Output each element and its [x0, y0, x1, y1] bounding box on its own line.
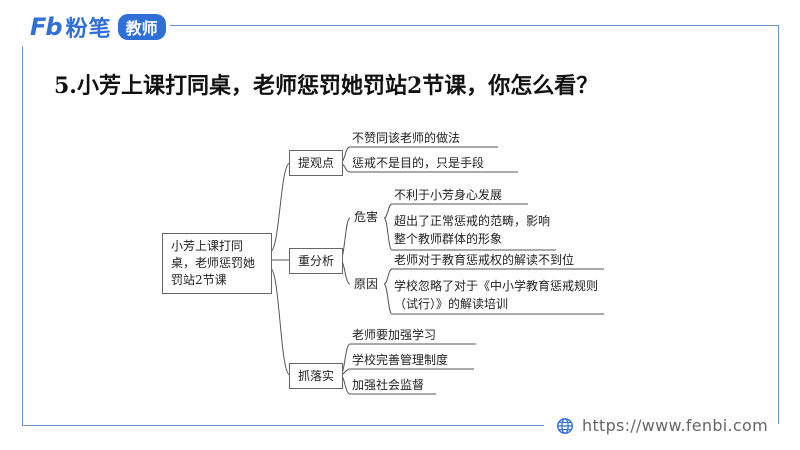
implementation-item-2: 学校完善管理制度 — [352, 353, 449, 367]
group-cause: 原因 — [354, 277, 379, 291]
harm-item-1: 不利于小芳身心发展 — [394, 188, 503, 202]
logo-name: 粉笔 — [65, 17, 112, 42]
implementation-item-1: 老师要加强学习 — [352, 328, 437, 342]
frame-right-line — [778, 25, 779, 424]
question-title: 5.小芳上课打同桌，老师惩罚她罚站2节课，你怎么看？ — [54, 73, 599, 99]
globe-icon — [557, 417, 573, 434]
implementation-item-3: 加强社会监督 — [352, 378, 425, 392]
connector-group-2-item-1 — [383, 268, 604, 285]
connector-group-1-item-1 — [383, 203, 528, 219]
frame-left-line — [22, 46, 23, 426]
frame-top-line — [170, 25, 778, 26]
viewpoint-item-2: 惩戒不是目的，只是手段 — [352, 156, 485, 170]
website-url[interactable]: https://www.fenbi.com — [582, 416, 769, 435]
branch-implementation: 抓落实 — [289, 363, 344, 389]
connector-root-to-branch-3 — [269, 267, 291, 376]
branch-analysis: 重分析 — [289, 248, 344, 274]
mindmap-root: 小芳上课打同桌，老师惩罚她罚站2节课 — [162, 233, 272, 294]
viewpoint-item-1: 不赞同该老师的做法 — [352, 131, 461, 145]
connector-branch-3-item-2 — [339, 368, 474, 376]
harm-item-2: 超出了正常惩戒的范畴，影响整个教师群体的形象 — [394, 214, 551, 246]
branch-viewpoint: 提观点 — [289, 150, 344, 176]
cause-item-1: 老师对于教育惩戒权的解读不到位 — [394, 253, 575, 267]
logo-mark-text: Fb — [30, 13, 63, 41]
connector-root-to-branch-1 — [269, 162, 291, 253]
cause-item-2: 学校忽略了对于《中小学教育惩戒规则（试行）》的解读培训 — [394, 279, 599, 311]
connector-group-1-item-2 — [383, 217, 556, 251]
logo-badge: 教师 — [117, 14, 166, 40]
group-harm: 危害 — [354, 210, 379, 224]
fenbi-logo: Fb 粉笔 教师 — [30, 11, 166, 43]
logo-mark-icon: Fb — [30, 13, 63, 41]
frame-bottom-line — [22, 425, 544, 426]
connector-group-2-item-2 — [383, 283, 604, 315]
footer-url: https://www.fenbi.com — [556, 416, 768, 435]
